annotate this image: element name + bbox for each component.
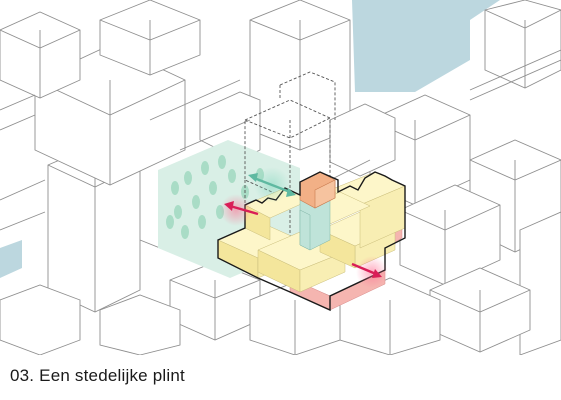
- street-arrow-left-icon: [220, 194, 259, 226]
- water-top-right: [352, 0, 500, 92]
- street-arrow-right-icon: [351, 256, 388, 288]
- diagram-caption: 03. Een stedelijke plint: [10, 366, 185, 385]
- park-connection-arrow-icon: [248, 167, 296, 203]
- water-canal-left: [0, 240, 22, 278]
- block-right-mid: [399, 184, 501, 286]
- isometric-diagram: [0, 0, 561, 355]
- context-buildings: [0, 0, 561, 355]
